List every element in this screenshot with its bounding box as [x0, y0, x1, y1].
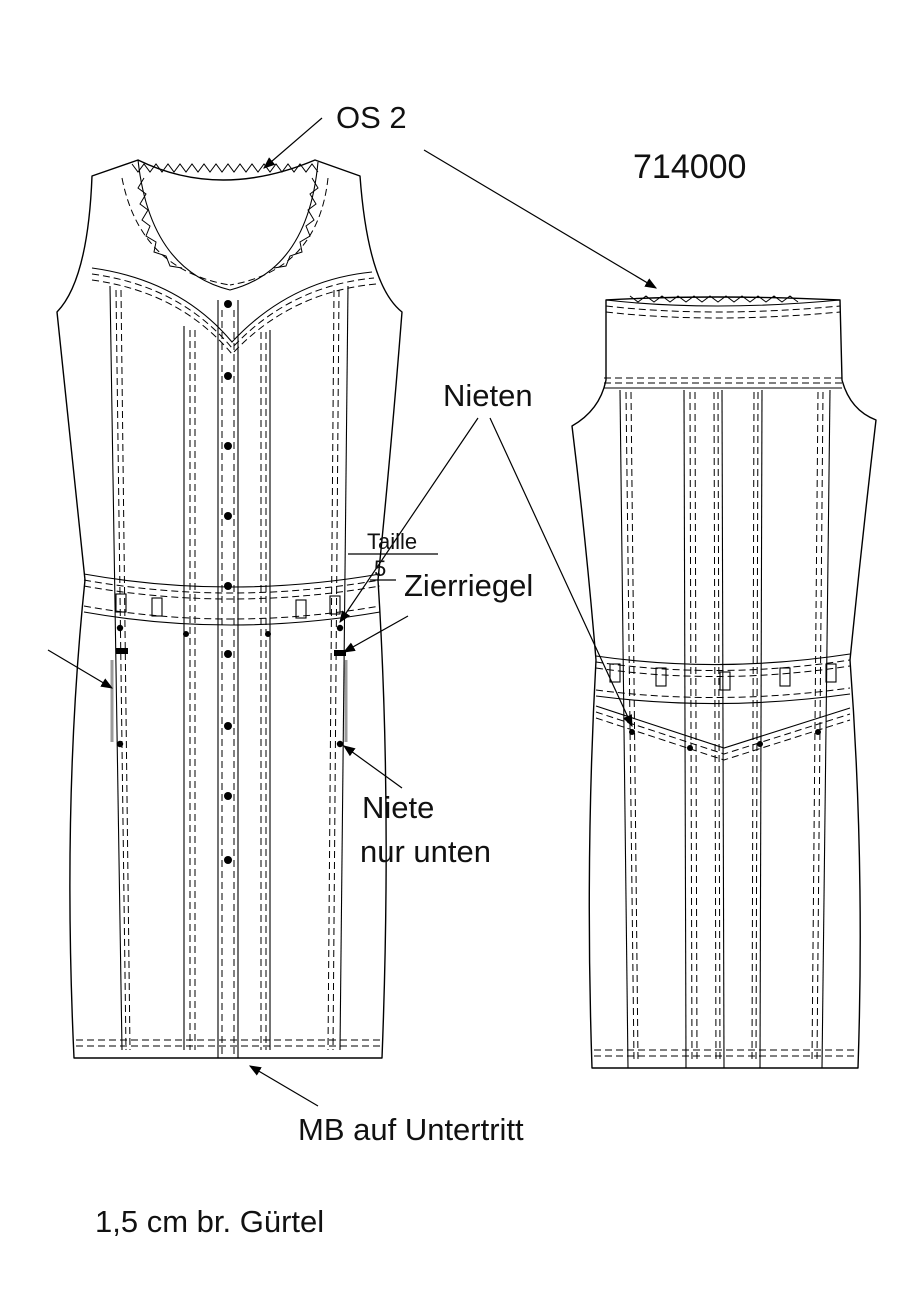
label-nieten: Nieten	[443, 378, 533, 413]
label-taille-value: 5	[374, 556, 386, 581]
front-neckline	[137, 159, 319, 291]
back-neck-ruffle	[629, 295, 799, 303]
label-mb: MB auf Untertritt	[298, 1112, 524, 1147]
front-view-dress	[56, 159, 403, 1059]
front-neck-ruffle	[131, 163, 319, 173]
front-buttons	[224, 300, 232, 864]
style-number: 714000	[633, 148, 746, 186]
label-belt-note: 1,5 cm br. Gürtel	[95, 1204, 324, 1239]
label-taille: Taille	[367, 529, 417, 554]
label-nur-unten: nur unten	[360, 834, 491, 869]
label-zierriegel: Zierriegel	[404, 568, 533, 603]
front-neck-ruffle-left	[137, 177, 183, 269]
back-view-dress	[571, 295, 877, 1069]
label-niete: Niete	[362, 790, 434, 825]
front-outline	[56, 159, 403, 1059]
back-outline	[571, 296, 877, 1069]
front-neck-ruffle-right	[273, 177, 319, 269]
label-os2: OS 2	[336, 100, 407, 135]
